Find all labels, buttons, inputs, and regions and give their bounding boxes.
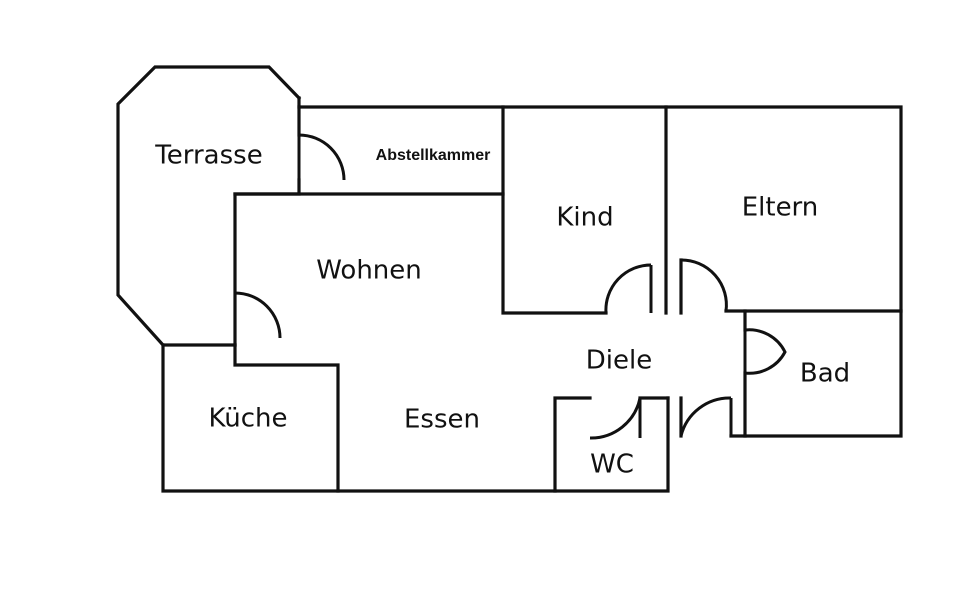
door-bad	[743, 328, 787, 375]
top-outer-wall	[501, 105, 903, 438]
doors	[233, 133, 787, 440]
terrasse-wall	[116, 65, 302, 347]
room-label-abstellkammer: Abstellkammer	[376, 147, 491, 164]
room-label-eltern: Eltern	[742, 193, 819, 223]
kind-wall	[501, 192, 608, 315]
door-kind	[604, 263, 653, 314]
room-label-kueche: Küche	[208, 404, 287, 434]
walls	[116, 65, 903, 493]
kueche-wall	[161, 343, 670, 493]
door-wc	[589, 397, 642, 440]
kueche-top-wall	[233, 343, 340, 493]
room-label-essen: Essen	[404, 405, 480, 435]
door-eltern	[680, 258, 728, 312]
room-label-bad: Bad	[800, 359, 850, 389]
room-label-diele: Diele	[586, 346, 652, 376]
room-label-wc: WC	[590, 450, 634, 480]
terrasse-inner-wall-lower	[233, 178, 301, 347]
door-abstellkammer	[297, 133, 346, 181]
door-terrasse	[233, 291, 282, 339]
abstellkammer-wall	[233, 96, 505, 196]
bad-wall-lower	[729, 371, 747, 438]
door-entrance	[679, 396, 733, 437]
wc-wall	[553, 396, 592, 493]
room-label-wohnen: Wohnen	[316, 256, 422, 286]
room-label-kind: Kind	[556, 203, 613, 233]
room-labels: Terrasse Abstellkammer Kind Eltern Wohne…	[154, 141, 850, 480]
room-label-terrasse: Terrasse	[154, 141, 262, 171]
